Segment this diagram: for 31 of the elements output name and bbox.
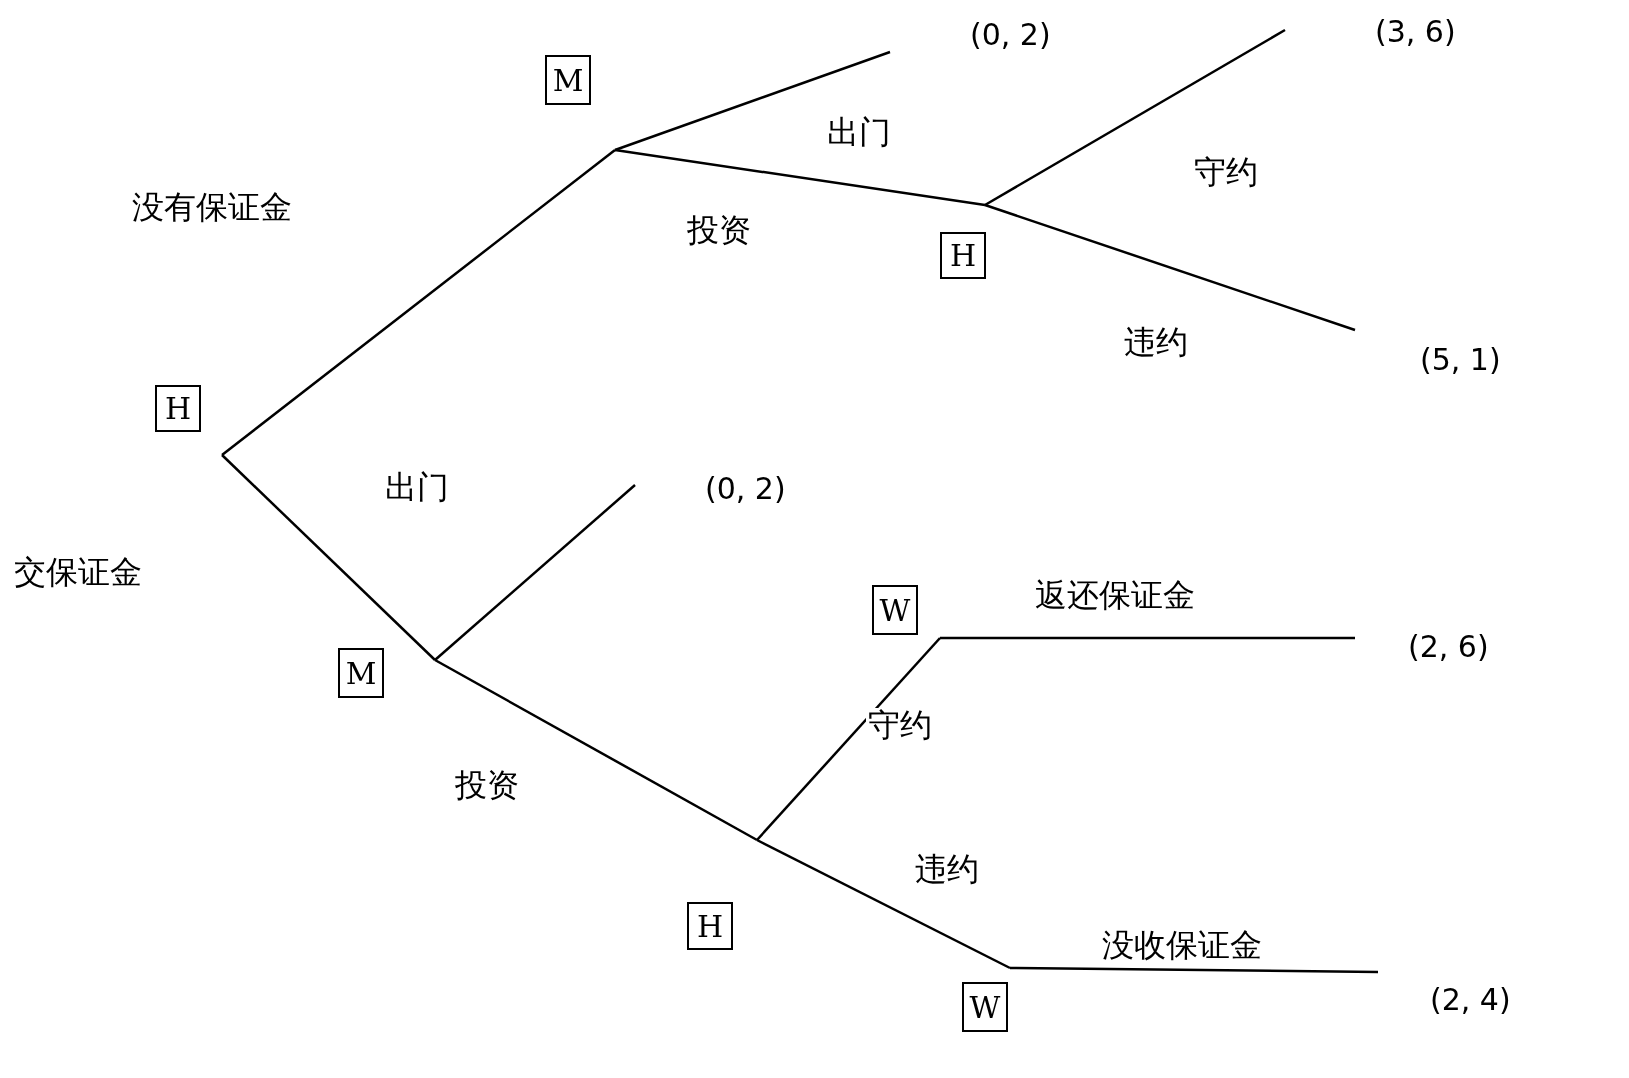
- edge-label: 投资: [453, 768, 521, 802]
- edge-label: 返还保证金: [1033, 578, 1197, 612]
- player-box: W: [872, 585, 918, 635]
- payoff-text: (0, 2): [970, 20, 1051, 50]
- payoff-text: (5, 1): [1420, 345, 1501, 375]
- player-box: H: [687, 902, 733, 950]
- tree-branch: [614, 148, 986, 207]
- tree-branch: [984, 203, 1356, 332]
- edge-label: 交保证金: [12, 555, 144, 589]
- tree-branch: [756, 838, 1011, 970]
- tree-branch: [756, 637, 941, 841]
- edge-label: 没有保证金: [130, 190, 294, 224]
- player-box: M: [545, 55, 591, 105]
- payoff-text: (2, 4): [1430, 985, 1511, 1015]
- player-box: M: [338, 648, 384, 698]
- payoff-text: (3, 6): [1375, 17, 1456, 47]
- tree-branch: [434, 658, 758, 842]
- payoff-text: (0, 2): [705, 474, 786, 504]
- tree-branch: [434, 484, 636, 661]
- edge-label: 没收保证金: [1100, 928, 1264, 962]
- tree-branch: [1010, 966, 1378, 974]
- payoff-text: (2, 6): [1408, 632, 1489, 662]
- tree-branch: [940, 636, 1355, 640]
- player-box: W: [962, 982, 1008, 1032]
- tree-branch: [984, 28, 1286, 207]
- edge-label: 投资: [685, 213, 753, 247]
- tree-branch: [221, 149, 616, 456]
- player-box: H: [155, 385, 201, 432]
- tree-branch: [614, 50, 891, 152]
- tree-branch: [221, 454, 436, 661]
- player-box: H: [940, 232, 986, 279]
